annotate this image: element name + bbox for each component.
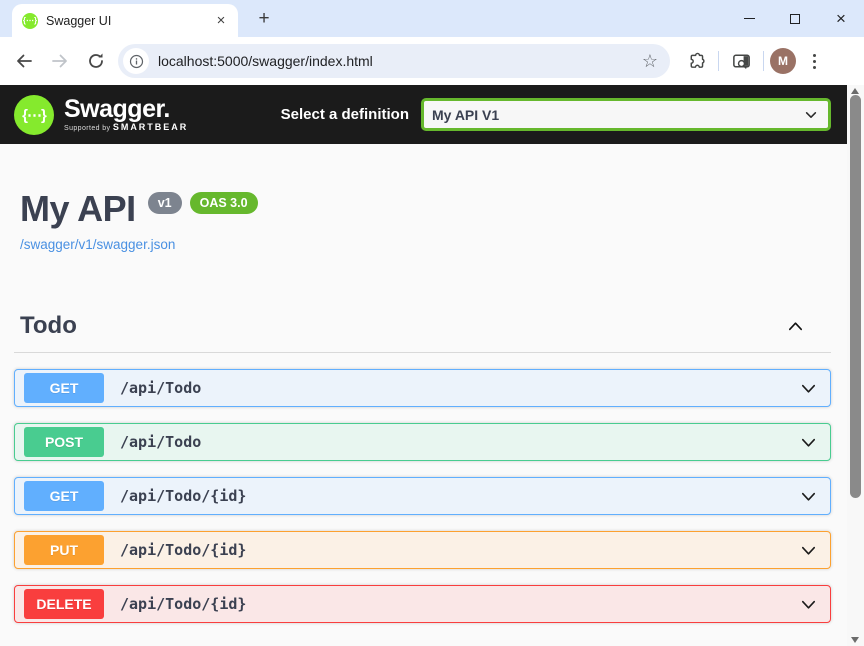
swagger-logo-text: Swagger. Supported by SMARTBEAR (64, 95, 188, 133)
section-title: Todo (20, 312, 77, 339)
logo-sub-brand: SMARTBEAR (112, 122, 189, 132)
chevron-up-icon[interactable] (786, 317, 805, 336)
reload-button[interactable] (80, 45, 112, 77)
endpoint-row-post-todo[interactable]: POST /api/Todo (14, 423, 831, 461)
forward-arrow-icon (52, 54, 67, 68)
spec-json-link[interactable]: /swagger/v1/swagger.json (20, 237, 176, 252)
bookmark-star-icon[interactable]: ☆ (641, 50, 658, 71)
url-text[interactable]: localhost:5000/swagger/index.html (158, 53, 373, 69)
swagger-logo-icon: {⋯} (14, 94, 54, 135)
chevron-down-icon[interactable] (799, 487, 818, 506)
forward-button[interactable] (44, 45, 76, 77)
endpoint-path: /api/Todo (120, 379, 202, 397)
chevron-down-icon[interactable] (799, 595, 818, 614)
toolbar-actions: M (680, 45, 828, 77)
logo-sub-prefix: Supported by (64, 125, 111, 132)
definition-select-label: Select a definition (280, 106, 409, 123)
scrollbar-thumb[interactable] (850, 95, 861, 498)
side-panel-button[interactable] (725, 45, 757, 77)
endpoint-path: /api/Todo/{id} (120, 487, 247, 505)
chevron-down-icon[interactable] (799, 379, 818, 398)
definition-selected-value: My API V1 (432, 106, 500, 123)
method-badge: POST (24, 427, 104, 457)
api-info: My API v1 OAS 3.0 /swagger/v1/swagger.js… (20, 190, 831, 254)
maximize-button[interactable] (772, 0, 818, 37)
section-divider (14, 352, 831, 353)
window-controls: × (726, 0, 864, 37)
back-arrow-icon (17, 54, 32, 68)
page-scrollbar[interactable] (847, 85, 864, 646)
swagger-content: My API v1 OAS 3.0 /swagger/v1/swagger.js… (0, 190, 864, 623)
scroll-up-icon[interactable] (851, 88, 859, 94)
chevron-down-icon[interactable] (799, 541, 818, 560)
side-panel-search-icon (732, 54, 750, 69)
puzzle-icon (690, 52, 705, 68)
chevron-down-icon[interactable] (799, 433, 818, 452)
method-badge: PUT (24, 535, 104, 565)
logo-subtitle: Supported by SMARTBEAR (64, 122, 188, 132)
method-badge: DELETE (24, 589, 104, 619)
definition-select[interactable]: My API V1 (421, 98, 831, 131)
toolbar-divider (763, 51, 764, 71)
close-button[interactable]: × (836, 8, 846, 28)
maximize-icon (790, 13, 800, 24)
method-badge: GET (24, 373, 104, 403)
endpoint-path: /api/Todo/{id} (120, 541, 247, 559)
oas-badge: OAS 3.0 (189, 192, 258, 214)
endpoint-row-put-todo-id[interactable]: PUT /api/Todo/{id} (14, 531, 831, 569)
endpoint-row-delete-todo-id[interactable]: DELETE /api/Todo/{id} (14, 585, 831, 623)
endpoint-path: /api/Todo (120, 433, 202, 451)
profile-avatar[interactable]: M (770, 48, 796, 74)
extensions-button[interactable] (680, 45, 712, 77)
endpoint-row-get-todo-id[interactable]: GET /api/Todo/{id} (14, 477, 831, 515)
method-badge: GET (24, 481, 104, 511)
browser-toolbar: localhost:5000/swagger/index.html ☆ M (0, 37, 864, 85)
browser-menu-button[interactable] (800, 45, 828, 77)
swagger-favicon-icon: {⋯} (22, 12, 38, 29)
site-info-button[interactable] (123, 48, 149, 74)
back-button[interactable] (8, 45, 40, 77)
endpoint-row-get-todo[interactable]: GET /api/Todo (14, 369, 831, 407)
browser-titlebar: {⋯} Swagger UI × + × (0, 0, 864, 37)
chevron-down-icon (805, 111, 817, 118)
address-bar[interactable]: localhost:5000/swagger/index.html ☆ (118, 44, 670, 78)
toolbar-divider (718, 51, 719, 71)
endpoint-path: /api/Todo/{id} (120, 595, 247, 613)
new-tab-button[interactable]: + (258, 8, 270, 29)
minimize-button[interactable] (726, 0, 772, 37)
section-todo-header[interactable]: Todo (20, 312, 831, 340)
scroll-down-icon[interactable] (851, 637, 859, 643)
tag-section-todo: Todo GET /api/Todo POST /api/Todo GET (14, 312, 831, 623)
reload-icon (89, 53, 103, 68)
browser-tab[interactable]: {⋯} Swagger UI × (12, 4, 238, 37)
logo-wordmark: Swagger. (64, 95, 170, 123)
api-title: My API (20, 188, 136, 229)
version-badge: v1 (147, 192, 182, 214)
swagger-topbar: {⋯} Swagger. Supported by SMARTBEAR Sele… (0, 85, 864, 144)
tab-title: Swagger UI (46, 13, 112, 28)
info-circle-icon (129, 54, 143, 68)
tab-close-icon[interactable]: × (216, 11, 226, 29)
minimize-icon (743, 18, 755, 19)
